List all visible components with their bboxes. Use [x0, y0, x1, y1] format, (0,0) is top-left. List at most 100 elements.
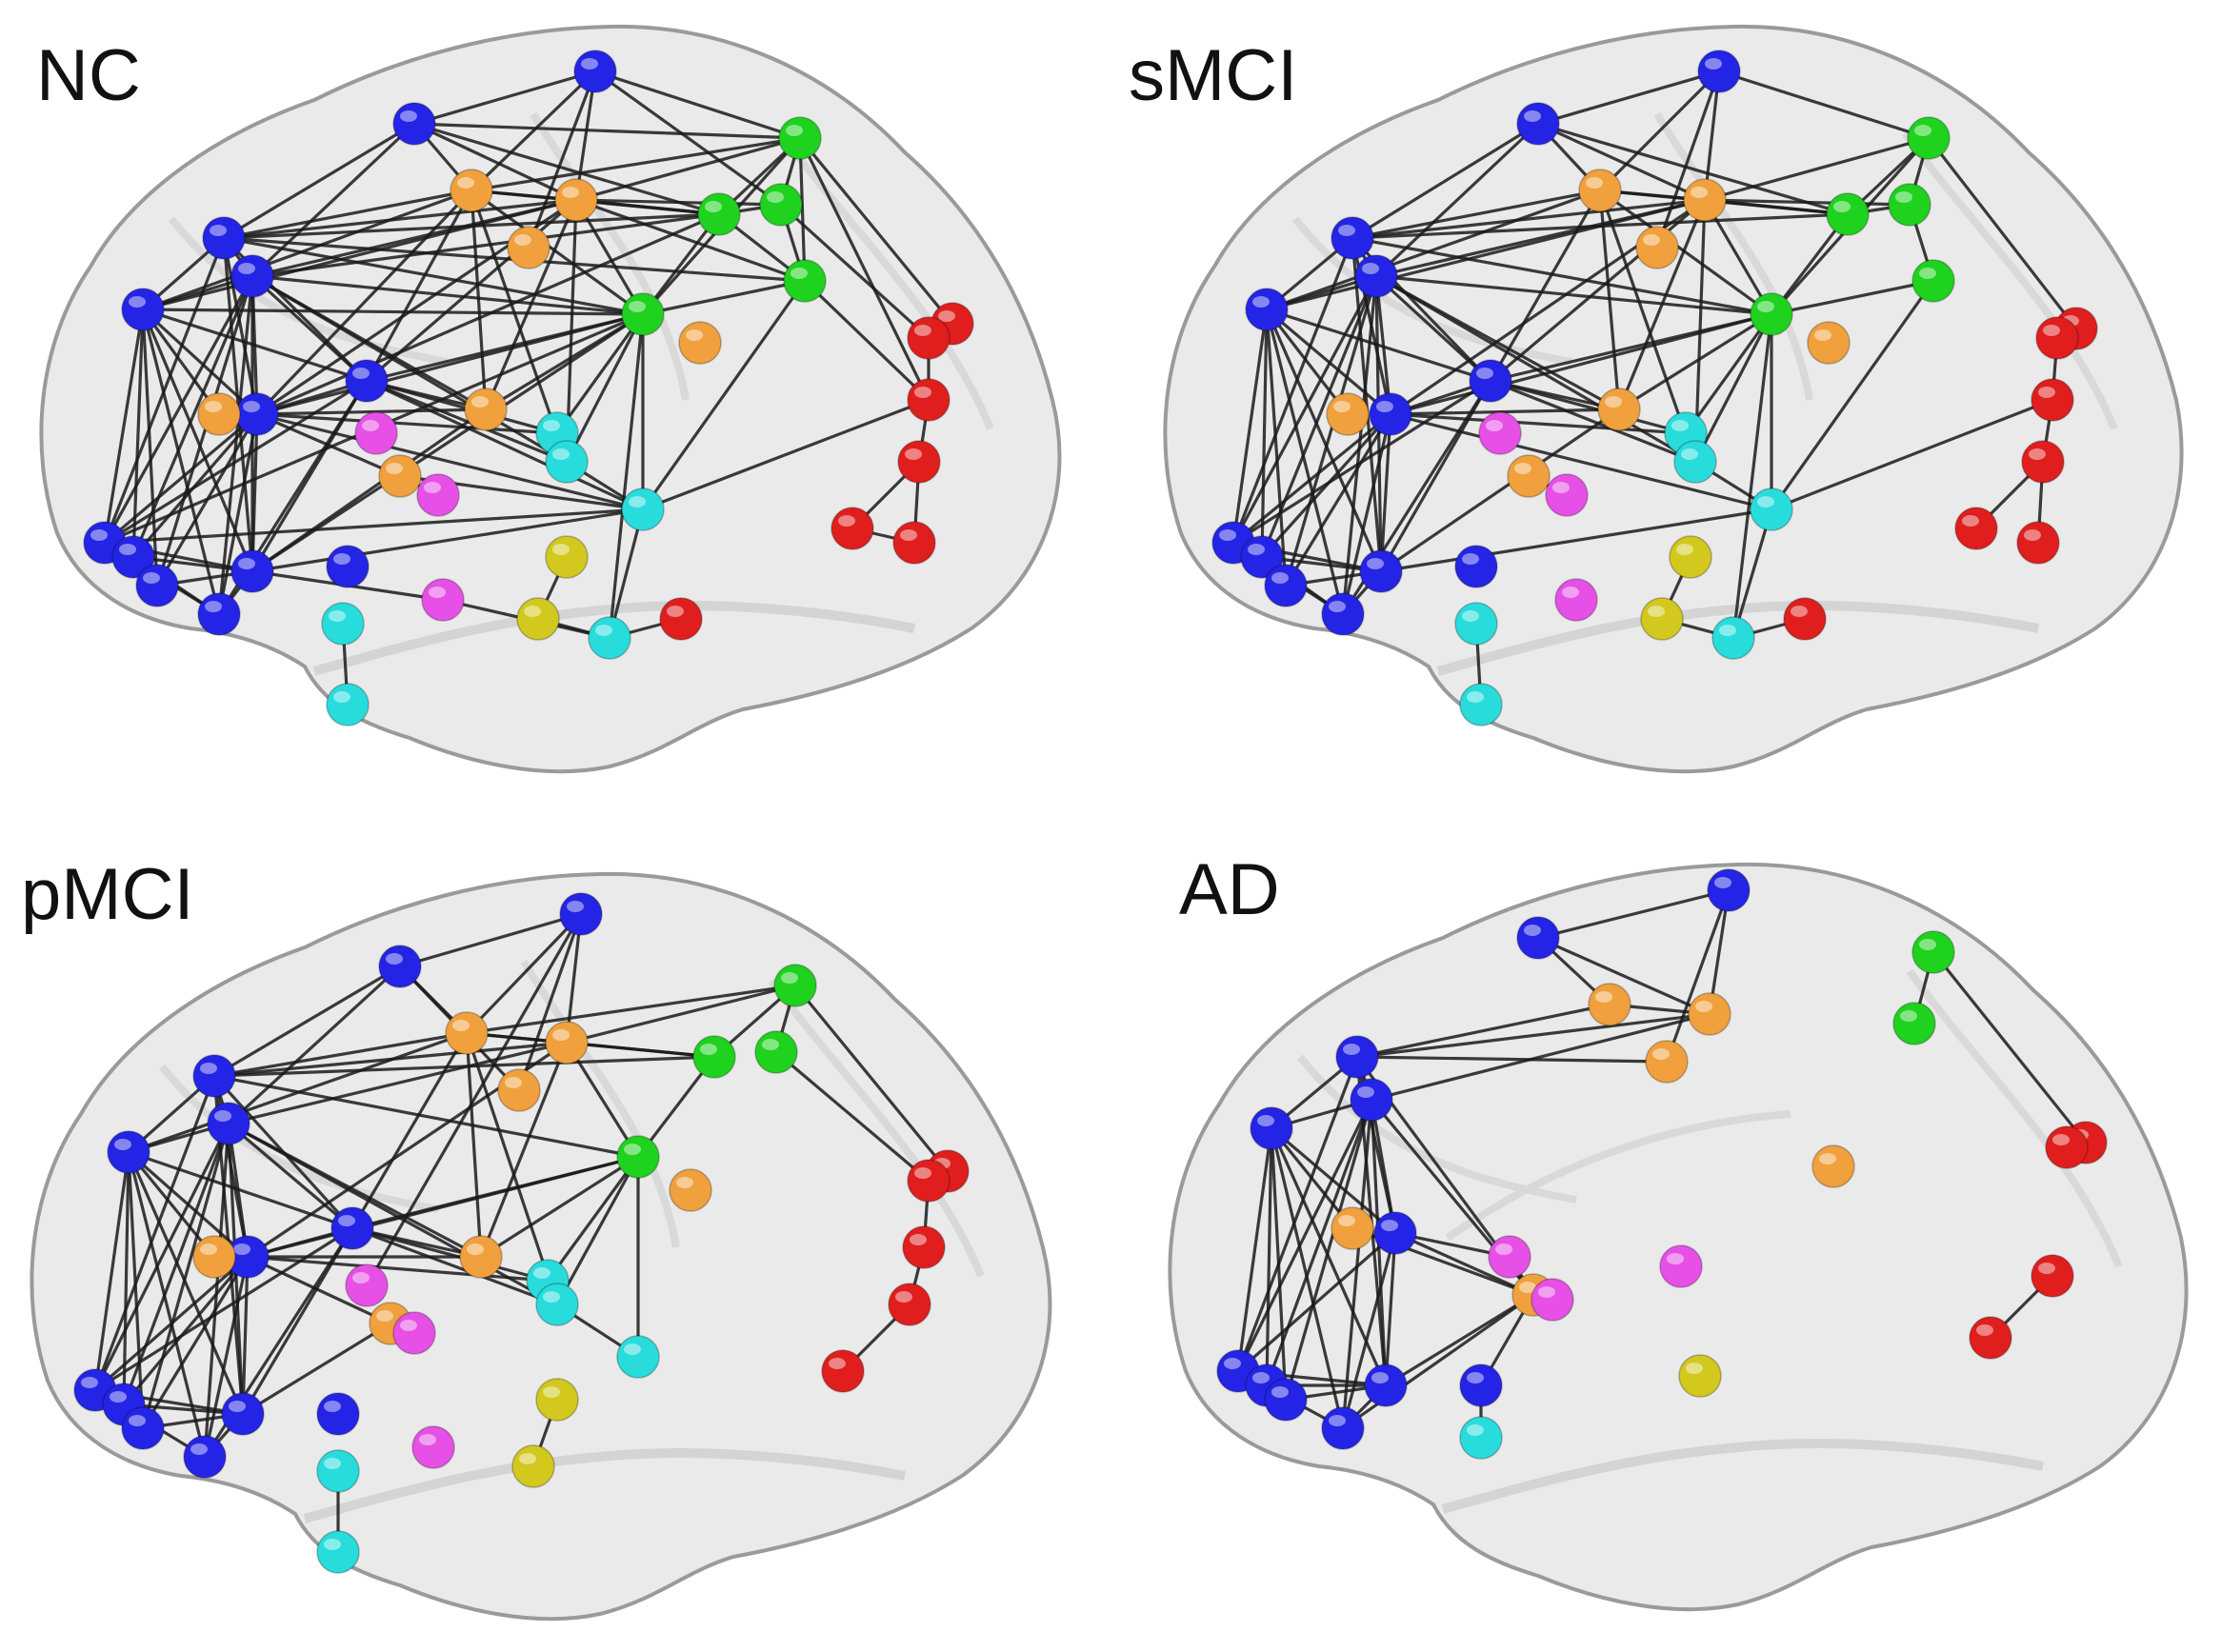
node-magenta: [1531, 1278, 1574, 1322]
node-orange: [554, 178, 598, 222]
node-green: [697, 192, 741, 236]
network-edge: [642, 279, 806, 316]
node-blue: [1240, 535, 1284, 579]
network-edge: [122, 1151, 130, 1405]
node-blue: [235, 392, 279, 436]
node-green: [754, 1030, 798, 1074]
network-edge: [1704, 198, 1911, 207]
network-edge: [251, 274, 644, 316]
network-edge: [213, 965, 401, 1078]
node-cyan: [545, 440, 589, 484]
network-edge: [365, 913, 583, 1286]
node-cyan: [1750, 488, 1793, 531]
network-edge: [1390, 412, 1687, 435]
network-edge: [250, 122, 416, 278]
node-red: [907, 1159, 950, 1203]
network-edge: [217, 275, 254, 615]
network-edge: [256, 408, 487, 416]
node-red: [1954, 507, 1998, 550]
network-edge: [1379, 413, 1392, 572]
panel-ad: AD: [1168, 849, 2189, 1612]
network-edge: [1489, 189, 1602, 382]
network-edge: [1356, 1003, 1611, 1059]
network-edge: [1598, 189, 1621, 410]
node-magenta: [421, 578, 465, 622]
node-orange: [678, 321, 722, 365]
node-orange: [669, 1168, 712, 1212]
node-magenta: [1478, 411, 1522, 455]
network-edge: [256, 212, 720, 416]
node-yellow: [516, 597, 560, 641]
node-blue: [1335, 1035, 1379, 1079]
network-edge: [93, 1151, 130, 1391]
node-orange: [1331, 1206, 1374, 1250]
node-blue: [1350, 1078, 1393, 1122]
network-edge: [247, 1255, 391, 1325]
node-yellow: [1669, 535, 1712, 579]
network-edge: [575, 136, 801, 202]
network-edge: [223, 198, 577, 240]
node-orange: [1597, 388, 1641, 431]
panel-pmci: pMCI: [21, 854, 1052, 1622]
network-nodes: [1216, 868, 2108, 1460]
network-edge: [251, 408, 487, 573]
network-edge: [470, 189, 488, 410]
network-edge: [255, 189, 473, 416]
panel-smci: sMCI: [1129, 24, 2184, 774]
node-magenta: [354, 411, 398, 455]
node-blue: [230, 549, 274, 593]
network-edge: [1231, 309, 1269, 544]
network-edge: [1265, 308, 1392, 416]
node-orange: [1588, 983, 1631, 1026]
network-edge: [1489, 198, 1707, 383]
network-edge: [546, 1156, 640, 1282]
network-edge: [803, 279, 930, 402]
node-orange: [1326, 392, 1370, 436]
network-edge: [128, 1031, 468, 1154]
node-cyan: [316, 1449, 360, 1493]
node-blue: [1369, 392, 1412, 436]
node-green: [1911, 930, 1955, 974]
network-edge: [1266, 198, 1706, 311]
network-edge: [94, 1226, 353, 1392]
panel-label-nc: NC: [36, 35, 141, 116]
network-edge: [366, 379, 558, 435]
network-edge: [1390, 408, 1620, 416]
node-green: [1907, 116, 1951, 160]
network-edge: [1284, 1099, 1373, 1401]
network-edge: [1351, 189, 1601, 240]
network-edge: [227, 1122, 354, 1230]
node-blue: [1321, 1406, 1365, 1450]
network-edge: [594, 70, 801, 140]
node-cyan: [588, 616, 631, 660]
node-orange: [1688, 992, 1731, 1036]
network-edge: [1770, 213, 1850, 315]
network-edge: [636, 1056, 716, 1158]
node-yellow: [545, 535, 589, 579]
node-magenta: [1659, 1244, 1703, 1288]
network-edge: [1265, 309, 1350, 415]
network-edge: [228, 1041, 568, 1125]
network-edge: [466, 984, 796, 1035]
node-blue: [1245, 288, 1289, 331]
network-edge: [1684, 313, 1773, 434]
node-blue: [378, 945, 422, 988]
network-edge: [142, 198, 577, 311]
network-edge: [155, 275, 254, 587]
node-cyan: [621, 488, 665, 531]
network-edge: [1266, 308, 1491, 383]
network-edge: [1371, 1012, 1711, 1102]
network-edge: [1927, 137, 2078, 329]
node-blue: [345, 359, 389, 403]
network-edge: [413, 70, 596, 126]
node-blue: [316, 1392, 360, 1436]
network-edge: [413, 122, 720, 216]
network-edge: [608, 313, 645, 639]
node-blue: [1697, 50, 1741, 93]
node-cyan: [616, 1335, 660, 1379]
node-green: [1911, 259, 1955, 303]
network-edge: [1490, 312, 1772, 383]
network-edge: [641, 280, 807, 510]
network-edge: [641, 213, 721, 315]
